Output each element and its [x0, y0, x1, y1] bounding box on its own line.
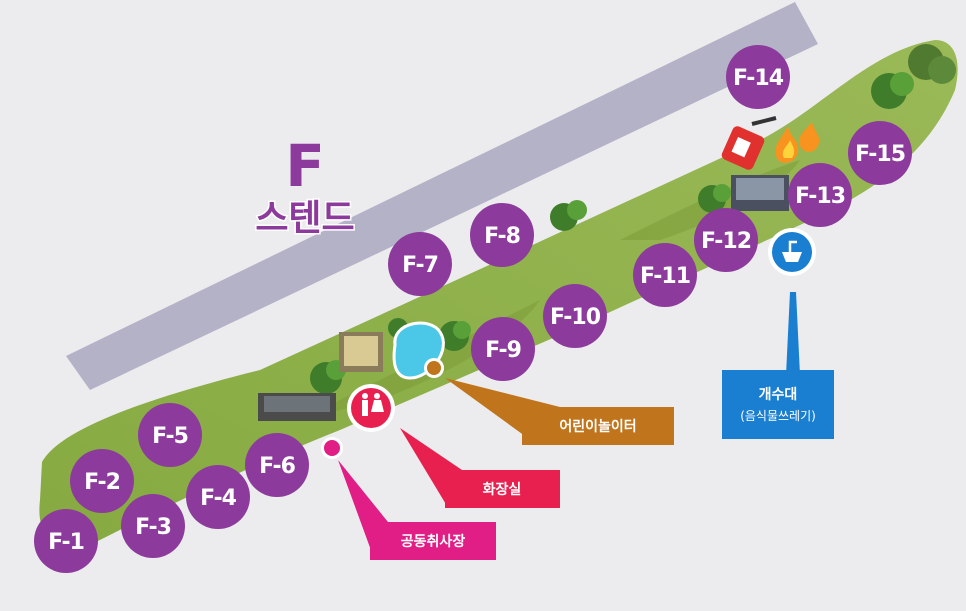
site-marker-f4[interactable]: F-4 [186, 465, 250, 529]
site-marker-f14[interactable]: F-14 [726, 45, 790, 109]
site-marker-f10[interactable]: F-10 [543, 284, 607, 348]
site-label: F-12 [701, 229, 751, 254]
site-marker-f12[interactable]: F-12 [694, 208, 758, 272]
site-label: F-9 [485, 338, 521, 363]
site-marker-f15[interactable]: F-15 [848, 121, 912, 185]
site-marker-f6[interactable]: F-6 [245, 433, 309, 497]
site-marker-f1[interactable]: F-1 [34, 509, 98, 573]
building-icon [258, 175, 789, 421]
sink-label: 개수대 [759, 387, 798, 403]
site-marker-f13[interactable]: F-13 [788, 163, 852, 227]
site-label: F-3 [135, 515, 171, 540]
restroom-label: 화장실 [483, 481, 522, 498]
fire-extinguisher-icon [721, 116, 777, 170]
site-label: F-5 [152, 424, 188, 449]
zone-name: 스텐드 [255, 198, 354, 239]
playground-label: 어린이놀이터 [559, 418, 636, 435]
site-marker-f2[interactable]: F-2 [70, 449, 134, 513]
callout-pointer [786, 292, 800, 375]
site-marker-f11[interactable]: F-11 [633, 243, 697, 307]
site-label: F-7 [402, 253, 438, 278]
site-label: F-13 [795, 184, 845, 209]
stand-strip [66, 2, 818, 390]
site-label: F-2 [84, 470, 120, 495]
sink-sublabel: (음식물쓰레기) [740, 409, 816, 423]
bush-icon [310, 44, 956, 394]
site-marker-f7[interactable]: F-7 [388, 232, 452, 296]
playground-callout[interactable]: 어린이놀이터 [424, 358, 674, 445]
cooking-label: 공동취사장 [401, 533, 466, 550]
restroom-callout[interactable]: 화장실 [347, 384, 560, 508]
restroom-icon [347, 384, 395, 432]
site-label: F-6 [259, 454, 295, 479]
site-label: F-8 [484, 224, 520, 249]
cooking-callout[interactable]: 공동취사장 [321, 437, 496, 560]
site-marker-f8[interactable]: F-8 [470, 203, 534, 267]
grass-area [39, 40, 958, 550]
site-label: F-11 [640, 264, 690, 289]
site-marker-f3[interactable]: F-3 [121, 494, 185, 558]
site-label: F-1 [48, 530, 84, 555]
site-marker-f9[interactable]: F-9 [471, 317, 535, 381]
site-label: F-15 [855, 142, 905, 167]
site-label: F-4 [200, 486, 236, 511]
site-label: F-14 [733, 66, 784, 91]
sink-callout[interactable]: 개수대 (음식물쓰레기) [722, 228, 834, 439]
site-label: F-10 [550, 305, 601, 330]
fire-icon [775, 122, 820, 163]
zone-letter: F [285, 132, 325, 200]
site-marker-f5[interactable]: F-5 [138, 403, 202, 467]
sink-icon [768, 228, 816, 276]
